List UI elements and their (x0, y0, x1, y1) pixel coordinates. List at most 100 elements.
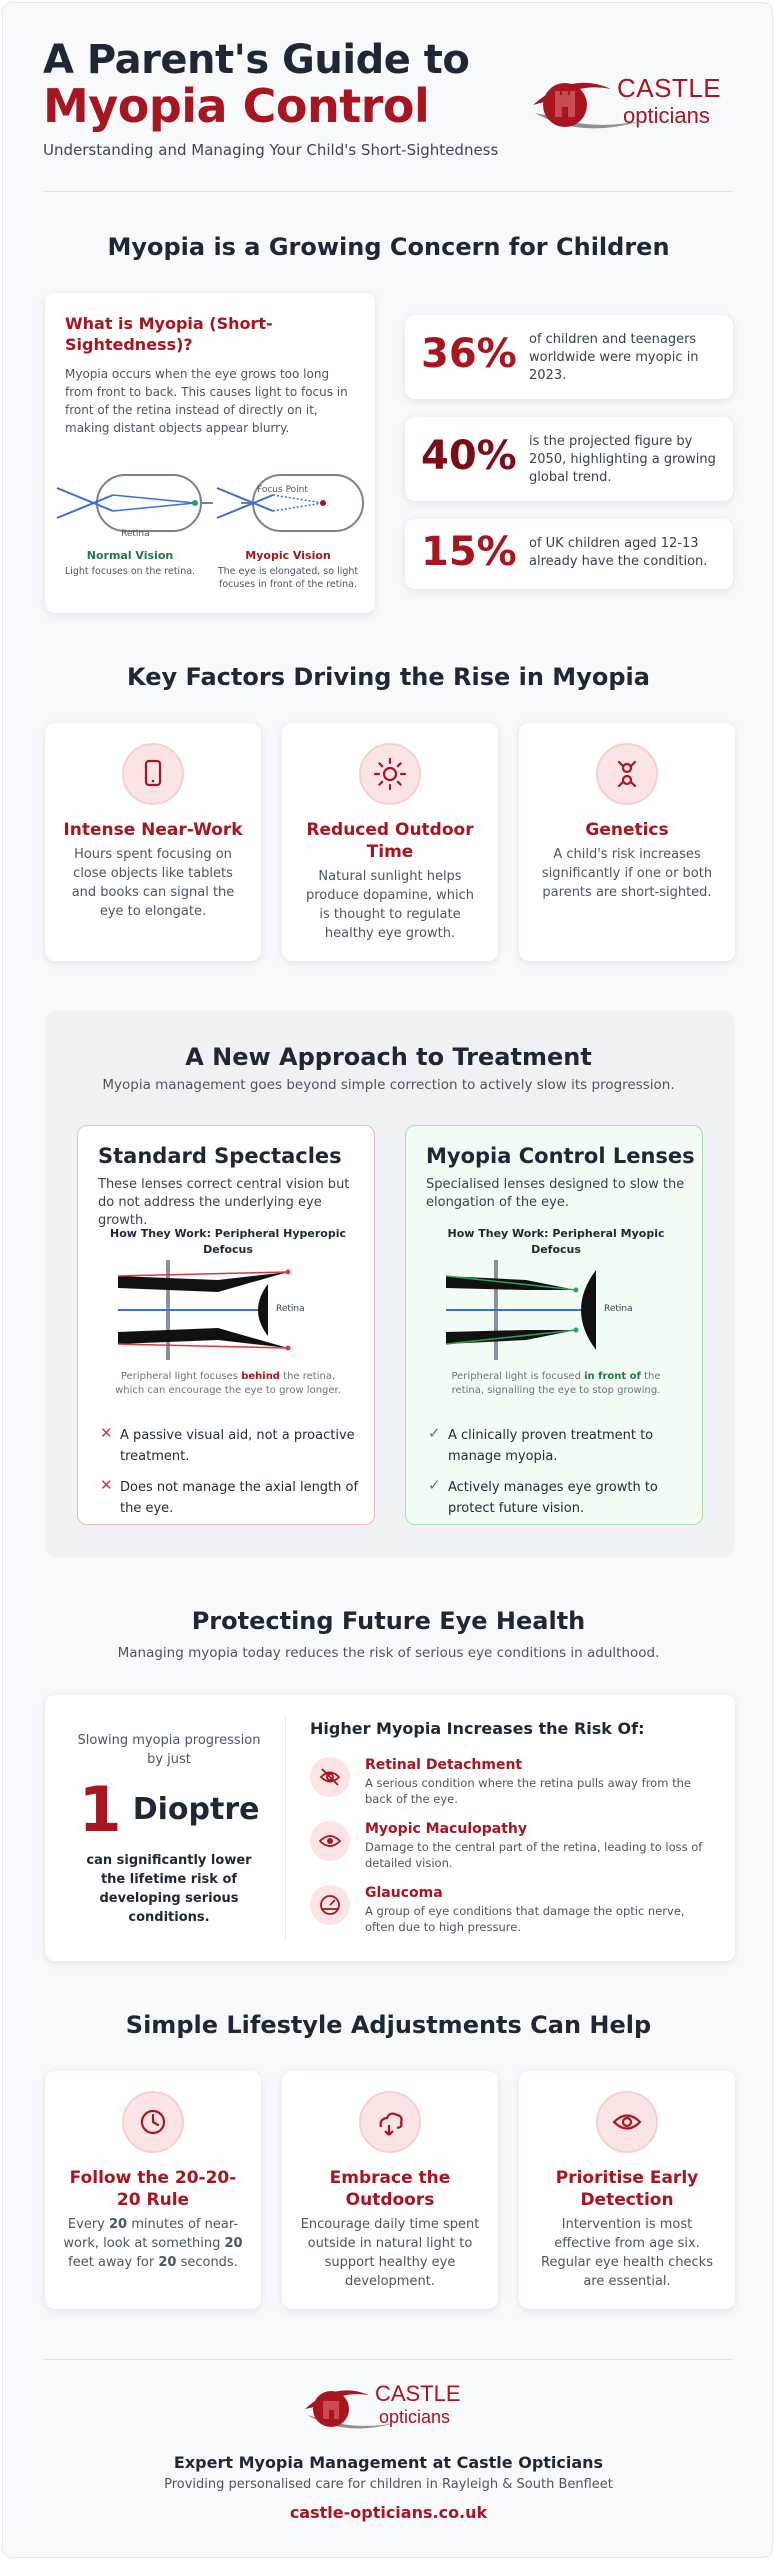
lifestyle-card: Embrace the Outdoors Encourage daily tim… (282, 2071, 498, 2309)
control-title: Myopia Control Lenses (426, 1144, 695, 1168)
factor-text: Hours spent focusing on close objects li… (71, 847, 235, 919)
myopic-defocus-diagram-icon (446, 1260, 596, 1360)
eye-icon (596, 2091, 658, 2153)
normal-vision-title: Normal Vision (86, 549, 174, 562)
title-line-2: Myopia Control (43, 79, 430, 133)
caption-text: Peripheral light focuses (120, 1371, 242, 1382)
standard-how: How They Work: Peripheral Hyperopic Defo… (109, 1227, 346, 1256)
rule-bold: 20 (224, 2236, 243, 2251)
protect-card: Slowing myopia progression by just 1 Dio… (45, 1695, 735, 1961)
lifestyle-card: Follow the 20-20-20 Rule Every 20 minute… (45, 2071, 261, 2309)
normal-vision-caption: Light focuses on the retina. (64, 566, 196, 577)
eye-warning-icon (310, 1757, 350, 1797)
bullet-text: Does not manage the axial length of the … (120, 1480, 359, 1516)
rule-text: feet away for (68, 2255, 159, 2270)
footer-subtitle: Providing personalised care for children… (164, 2477, 613, 2492)
list-item: ✕ A passive visual aid, not a proactive … (98, 1424, 360, 1466)
control-caption: Peripheral light is focused in front of … (436, 1370, 676, 1398)
cross-icon: ✕ (100, 1424, 113, 1442)
sun-icon (359, 743, 421, 805)
list-item: ✓ Actively manages eye growth to protect… (426, 1476, 688, 1518)
bullet-text: A clinically proven treatment to manage … (448, 1428, 654, 1464)
footer-logo: CASTLE opticians (303, 2379, 483, 2435)
lifestyle-title: Prioritise Early Detection (555, 2168, 699, 2210)
what-is-myopia-card: What is Myopia (Short-Sightedness)? Myop… (45, 293, 375, 613)
castle-logo-icon (533, 82, 641, 129)
slow-result: can significantly lower the lifetime ris… (86, 1853, 252, 1925)
rule-bold: 20 (109, 2217, 128, 2232)
control-desc: Specialised lenses designed to slow the … (426, 1177, 685, 1210)
check-icon: ✓ (428, 1424, 441, 1442)
eye-icon (310, 1821, 350, 1861)
title-line-1: A Parent's Guide to (43, 37, 470, 83)
stat-value: 36% (421, 331, 517, 377)
standard-bullets: ✕ A passive visual aid, not a proactive … (98, 1424, 360, 1518)
standard-title: Standard Spectacles (98, 1144, 342, 1168)
risk-item-text: A serious condition where the retina pul… (365, 1776, 691, 1806)
hyperopic-defocus-diagram-icon (118, 1260, 291, 1360)
lifestyle-title: Follow the 20-20-20 Rule (69, 2168, 237, 2210)
standard-desc: These lenses correct central vision but … (98, 1177, 350, 1228)
list-item: ✓ A clinically proven treatment to manag… (426, 1424, 688, 1466)
what-text: Myopia occurs when the eye grows too lon… (65, 367, 348, 435)
risk-item-text: A group of eye conditions that damage th… (365, 1904, 685, 1934)
clock-icon (122, 2091, 184, 2153)
stat-text: of children and teenagers worldwide were… (529, 332, 699, 383)
cross-icon: ✕ (100, 1476, 113, 1494)
treatment-title: A New Approach to Treatment (185, 1043, 592, 1071)
factor-card: Genetics A child's risk increases signif… (519, 723, 735, 961)
risk-item-text: Damage to the central part of the retina… (365, 1840, 703, 1870)
stat-card: 15% of UK children aged 12-13 already ha… (405, 519, 733, 589)
caption-bold: in front of (584, 1371, 641, 1382)
header-divider (43, 191, 733, 192)
stat-text: is the projected figure by 2050, highlig… (529, 434, 716, 485)
focus-point-label: Focus Point (257, 485, 308, 495)
rule-text: seconds. (176, 2255, 238, 2270)
stat-value: 15% (421, 529, 517, 575)
caption-text: the retina, signalling the eye to stop g… (451, 1371, 661, 1396)
rule-bold: 20 (158, 2255, 177, 2270)
control-bullets: ✓ A clinically proven treatment to manag… (426, 1424, 688, 1518)
concern-title: Myopia is a Growing Concern for Children (107, 233, 670, 261)
bullet-text: A passive visual aid, not a proactive tr… (120, 1428, 355, 1464)
footer-divider (43, 2359, 733, 2360)
standard-caption: Peripheral light focuses behind the reti… (108, 1370, 348, 1398)
risk-title: Higher Myopia Increases the Risk Of: (310, 1719, 645, 1738)
control-how: How They Work: Peripheral Myopic Defocus (447, 1227, 665, 1256)
treatment-subtitle: Myopia management goes beyond simple cor… (102, 1077, 675, 1093)
logo-word-opticians: opticians (623, 103, 710, 128)
slow-label: Slowing myopia progression by just (77, 1733, 261, 1767)
page-subtitle: Understanding and Managing Your Child's … (43, 141, 499, 159)
lifestyle-title: Simple Lifestyle Adjustments Can Help (125, 2011, 652, 2039)
factor-card: Reduced Outdoor Time Natural sunlight he… (282, 723, 498, 961)
lifestyle-text: Intervention is most effective from age … (541, 2217, 713, 2289)
caption-text: Peripheral light is focused (451, 1371, 585, 1382)
retina-label: Retina (604, 1304, 633, 1314)
castle-logo-icon (305, 2390, 395, 2429)
stat-card: 40% is the projected figure by 2050, hig… (405, 417, 733, 501)
myopic-vision-caption: The eye is elongated, so light focuses i… (217, 566, 359, 590)
risk-item-title: Myopic Maculopathy (365, 1821, 527, 1837)
factor-title: Genetics (585, 820, 669, 840)
logo-word-castle: CASTLE (617, 73, 722, 103)
caption-bold: behind (241, 1371, 280, 1382)
retina-label: Retina (121, 529, 150, 539)
factor-text: Natural sunlight helps produce dopamine,… (305, 869, 475, 941)
stat-value: 40% (421, 433, 517, 479)
lifestyle-title: Embrace the Outdoors (329, 2168, 451, 2210)
footer-title: Expert Myopia Management at Castle Optic… (173, 2453, 604, 2472)
footer-website-link[interactable]: castle-opticians.co.uk (289, 2503, 488, 2522)
dioptre-figure: 1 Dioptre (69, 1773, 269, 1846)
myopia-control-card: Myopia Control Lenses Specialised lenses… (405, 1125, 703, 1525)
eye-diagram-icon (56, 474, 364, 532)
gauge-icon (310, 1885, 350, 1925)
factor-card: Intense Near-Work Hours spent focusing o… (45, 723, 261, 961)
rule-text: minutes of near-work, look at something (63, 2217, 239, 2251)
castle-logo: CASTLE opticians (531, 69, 741, 137)
logo-word-opticians: opticians (379, 2407, 451, 2427)
factors-title: Key Factors Driving the Rise in Myopia (127, 663, 650, 691)
risk-item-title: Retinal Detachment (365, 1757, 523, 1773)
dioptre-unit: Dioptre (132, 1792, 260, 1827)
logo-word-castle: CASTLE (375, 2381, 461, 2406)
lifestyle-text: Every 20 minutes of near-work, look at s… (63, 2215, 243, 2272)
